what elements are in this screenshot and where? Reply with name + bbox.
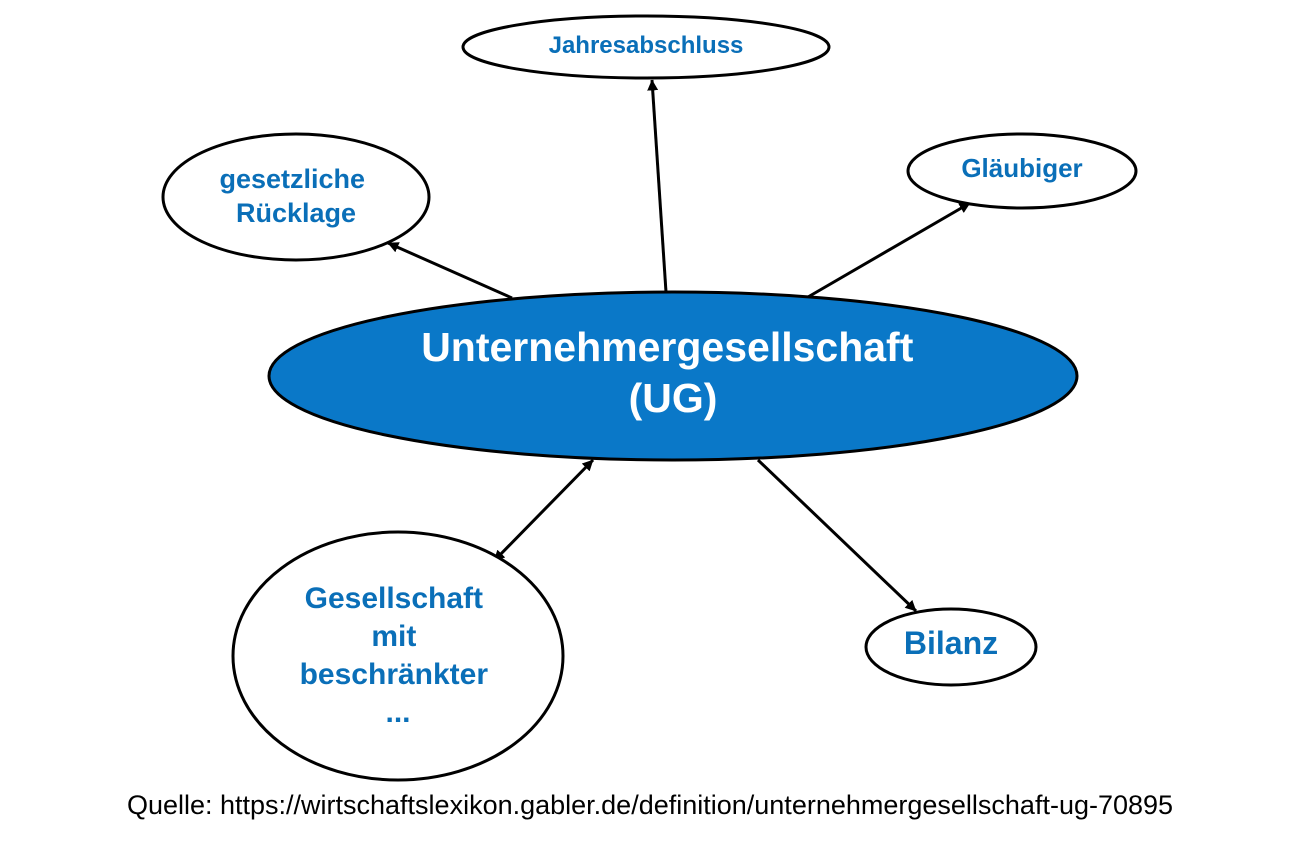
node-jahresabschluss[interactable]: Jahresabschluss: [461, 14, 831, 80]
node-gmbh-shape: [231, 530, 565, 782]
node-ruecklage-shape: [161, 132, 431, 262]
node-bilanz-label: Bilanz: [904, 625, 998, 661]
node-center-label: Unternehmergesellschaft (UG): [421, 324, 925, 421]
edge-center-jahresabschluss: [647, 79, 668, 293]
node-glaeubiger-shape: [906, 132, 1138, 210]
node-bilanz-shape: [864, 607, 1038, 687]
node-jahresabschluss-line-1: Jahresabschluss: [549, 32, 744, 59]
node-center-line-1: Unternehmergesellschaft: [421, 324, 914, 370]
node-glaeubiger-label: Gläubiger: [961, 153, 1082, 183]
edge-center-gmbh: [492, 458, 595, 563]
source-citation: Quelle: https://wirtschaftslexikon.gable…: [126, 790, 1174, 820]
node-ruecklage-line-1: gesetzliche: [219, 164, 365, 194]
node-bilanz[interactable]: Bilanz: [864, 607, 1038, 687]
node-glaeubiger[interactable]: Gläubiger: [906, 132, 1138, 210]
edge-center-bilanz: [756, 458, 918, 613]
edge-center-glaeubiger: [807, 201, 971, 299]
node-ruecklage-label: gesetzliche Rücklage: [219, 164, 372, 228]
node-ruecklage[interactable]: gesetzliche Rücklage: [161, 132, 431, 262]
node-gmbh[interactable]: Gesellschaft mit beschränkter ...: [231, 530, 565, 782]
node-ruecklage-line-2: Rücklage: [236, 198, 356, 228]
edge-center-ruecklage: [387, 241, 513, 300]
edges: [387, 79, 971, 613]
node-center-line-2: (UG): [629, 375, 718, 421]
node-center-shape: [267, 290, 1079, 462]
node-glaeubiger-line-1: Gläubiger: [961, 153, 1082, 183]
node-jahresabschluss-label: Jahresabschluss: [549, 32, 744, 59]
node-bilanz-line-1: Bilanz: [904, 625, 998, 661]
node-gmbh-line-3: beschränkter: [300, 658, 489, 691]
node-jahresabschluss-shape: [461, 14, 831, 80]
node-center[interactable]: Unternehmergesellschaft (UG): [267, 290, 1079, 462]
node-gmbh-label: Gesellschaft mit beschränkter ...: [300, 582, 497, 729]
node-gmbh-line-4: ...: [385, 696, 410, 729]
node-gmbh-line-1: Gesellschaft: [305, 582, 483, 615]
node-gmbh-line-2: mit: [371, 620, 416, 653]
